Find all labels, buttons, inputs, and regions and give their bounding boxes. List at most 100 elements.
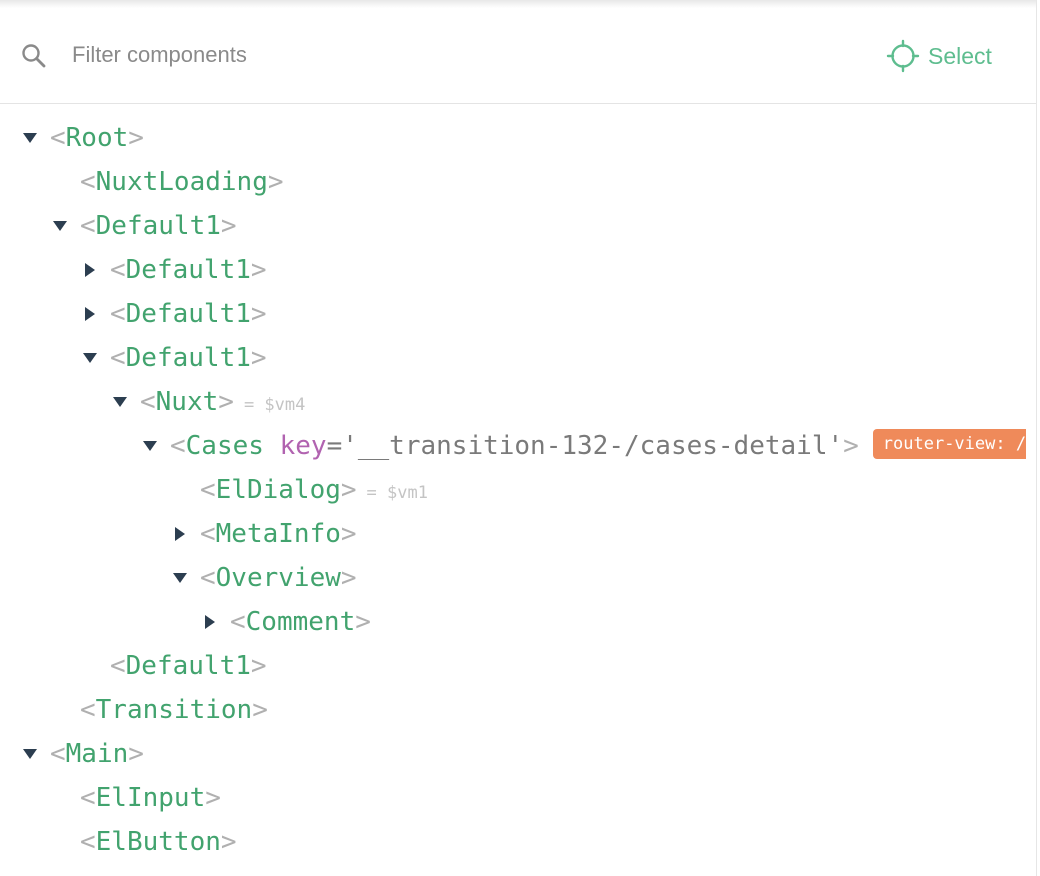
panel-divider (1036, 0, 1037, 876)
expand-arrow-down-icon[interactable] (140, 424, 160, 468)
component-name: Transition (96, 695, 253, 725)
tree-row[interactable]: <ElInput> (0, 776, 1026, 820)
tree-row[interactable]: <MetaInfo> (0, 512, 1026, 556)
component-tag[interactable]: <ElDialog>= $vm1 (200, 468, 428, 515)
tag-open-bracket: < (80, 783, 96, 813)
component-tag[interactable]: <ElButton> (80, 820, 237, 864)
component-name: Comment (246, 607, 356, 637)
component-tag[interactable]: <Default1> (110, 292, 267, 336)
expand-arrow-down-icon[interactable] (80, 336, 100, 380)
expand-arrow-right-icon[interactable] (170, 512, 190, 556)
component-name: Default1 (126, 299, 251, 329)
tag-open-bracket: < (80, 827, 96, 857)
component-tag[interactable]: <Default1> (80, 204, 237, 248)
filter-components-input[interactable] (72, 36, 632, 74)
vm-reference: = $vm4 (244, 395, 305, 415)
component-tag[interactable]: <Default1> (110, 644, 267, 688)
component-name: Default1 (126, 255, 251, 285)
component-name: Nuxt (156, 387, 219, 417)
tree-row[interactable]: <Default1> (0, 204, 1026, 248)
component-tag[interactable]: <Comment> (230, 600, 371, 644)
component-tag[interactable]: <Overview> (200, 556, 357, 600)
tag-open-bracket: < (50, 739, 66, 769)
component-tag[interactable]: <Transition> (80, 688, 268, 732)
tree-row[interactable]: <Default1> (0, 292, 1026, 336)
tag-open-bracket: < (230, 607, 246, 637)
tag-close-bracket: > (843, 431, 859, 461)
component-tag[interactable]: <Default1> (110, 336, 267, 380)
top-shadow (0, 0, 1036, 8)
component-tag[interactable]: <Cases key='__transition-132-/cases-deta… (170, 424, 1026, 468)
tree-row[interactable]: <Root> (0, 116, 1026, 160)
expand-arrow-down-icon[interactable] (170, 556, 190, 600)
expand-arrow-down-icon[interactable] (50, 204, 70, 248)
tag-close-bracket: > (205, 783, 221, 813)
tag-close-bracket: > (341, 519, 357, 549)
component-name: Default1 (126, 651, 251, 681)
tag-open-bracket: < (110, 651, 126, 681)
filter-toolbar: Select (0, 10, 1036, 104)
component-tag[interactable]: <Nuxt> = $vm4 (140, 380, 305, 427)
tag-open-bracket: < (80, 211, 96, 241)
component-name: Default1 (126, 343, 251, 373)
tag-close-bracket: > (218, 387, 234, 417)
component-name: NuxtLoading (96, 167, 268, 197)
component-tag[interactable]: <Root> (50, 116, 144, 160)
attribute-equals: = (327, 431, 343, 461)
expand-arrow-down-icon[interactable] (110, 380, 130, 424)
component-tag[interactable]: <ElInput> (80, 776, 221, 820)
attribute-value: '__transition-132-/cases-detail' (342, 431, 843, 461)
tag-close-bracket: > (252, 695, 268, 725)
tree-row[interactable]: <NuxtLoading> (0, 160, 1026, 204)
tag-open-bracket: < (200, 563, 216, 593)
tag-close-bracket: > (341, 475, 357, 505)
tree-row[interactable]: <Overview> (0, 556, 1026, 600)
component-tree: <Root><NuxtLoading><Default1><Default1><… (0, 116, 1026, 876)
tree-row[interactable]: <ElDialog>= $vm1 (0, 468, 1026, 512)
tag-open-bracket: < (110, 255, 126, 285)
tag-close-bracket: > (251, 255, 267, 285)
tag-close-bracket: > (221, 827, 237, 857)
expand-arrow-right-icon[interactable] (80, 292, 100, 336)
attribute-key: key (280, 431, 327, 461)
component-name: MetaInfo (216, 519, 341, 549)
tag-close-bracket: > (251, 299, 267, 329)
tag-close-bracket: > (268, 167, 284, 197)
select-component-button[interactable]: Select (886, 36, 1016, 76)
tag-open-bracket: < (140, 387, 156, 417)
tag-close-bracket: > (128, 739, 144, 769)
component-tag[interactable]: <Default1> (110, 248, 267, 292)
tree-row[interactable]: <Nuxt> = $vm4 (0, 380, 1026, 424)
tree-row[interactable]: <Transition> (0, 688, 1026, 732)
select-label: Select (928, 43, 992, 70)
component-tag[interactable]: <Main> (50, 732, 144, 776)
tag-open-bracket: < (200, 475, 216, 505)
search-icon (20, 42, 48, 70)
tree-row[interactable]: <Comment> (0, 600, 1026, 644)
tree-row[interactable]: <Default1> (0, 248, 1026, 292)
tree-row[interactable]: <Cases key='__transition-132-/cases-deta… (0, 424, 1026, 468)
tag-close-bracket: > (128, 123, 144, 153)
router-view-badge: router-view: /c (873, 429, 1026, 459)
crosshair-icon (886, 39, 920, 73)
expand-arrow-right-icon[interactable] (80, 248, 100, 292)
tree-row[interactable]: <ElButton> (0, 820, 1026, 864)
tree-row[interactable]: <Default1> (0, 336, 1026, 380)
tree-row[interactable]: <Main> (0, 732, 1026, 776)
expand-arrow-down-icon[interactable] (20, 732, 40, 776)
tag-open-bracket: < (80, 167, 96, 197)
component-tag[interactable]: <NuxtLoading> (80, 160, 284, 204)
tag-close-bracket: > (221, 211, 237, 241)
component-name: Main (66, 739, 129, 769)
tag-open-bracket: < (110, 343, 126, 373)
tag-close-bracket: > (251, 343, 267, 373)
vm-reference: = $vm1 (367, 483, 428, 503)
component-name: Overview (216, 563, 341, 593)
tree-row[interactable]: <Default1> (0, 644, 1026, 688)
tag-close-bracket: > (251, 651, 267, 681)
component-name: Default1 (96, 211, 221, 241)
component-tag[interactable]: <MetaInfo> (200, 512, 357, 556)
expand-arrow-right-icon[interactable] (200, 600, 220, 644)
expand-arrow-down-icon[interactable] (20, 116, 40, 160)
